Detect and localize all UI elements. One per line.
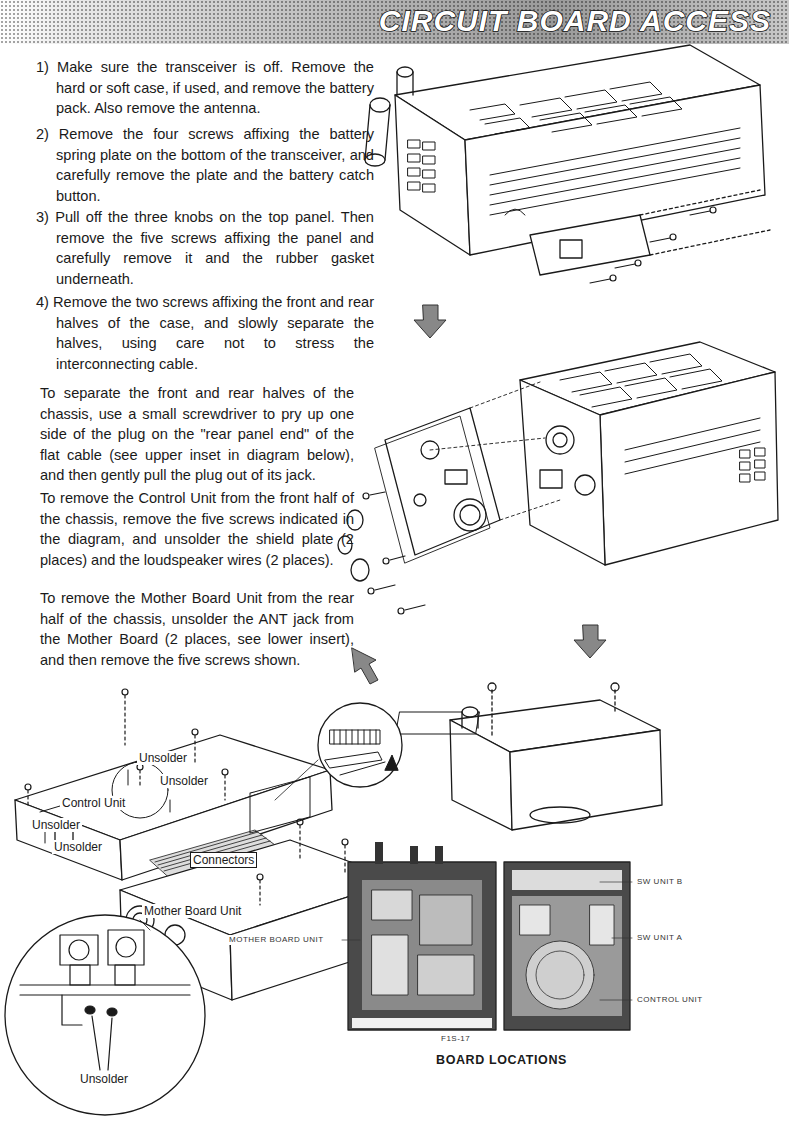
board-caption: SW UNIT A [636,933,683,943]
step-arrow [414,305,446,338]
instruction-step: 3) Pull off the three knobs on the top p… [36,207,374,289]
callout-label: Unsolder [30,818,82,832]
board-caption: MOTHER BOARD UNIT [228,935,325,945]
callout-label: Unsolder [52,840,104,854]
section-caption: BOARD LOCATIONS [436,1053,567,1067]
board-caption: SW UNIT B [636,877,684,887]
part-label: Connectors [190,852,257,868]
part-label: Control Unit [60,796,127,810]
transceiver-case-screws [396,683,662,830]
instruction-step: 1) Make sure the transceiver is off. Rem… [36,57,374,119]
board-caption: CONTROL UNIT [636,995,704,1005]
instruction-step: 2) Remove the four screws affixing the b… [36,124,374,206]
figure-number: F1S-17 [440,1034,471,1044]
callout-label: Unsolder [158,774,210,788]
page-title: CIRCUIT BOARD ACCESS [379,4,771,38]
step-arrow [352,648,378,684]
step-arrow [574,625,606,658]
opened-chassis [5,689,402,1115]
instruction-note: To remove the Mother Board Unit from the… [40,588,354,670]
instruction-note: To remove the Control Unit from the fron… [40,488,354,570]
board-photos [342,842,632,1030]
instruction-note: To separate the front and rear halves of… [40,383,354,486]
transceiver-exploded-panel [338,342,778,614]
instruction-step: 4) Remove the two screws affixing the fr… [36,292,374,374]
part-label: Mother Board Unit [142,904,243,918]
transceiver-top-view [365,45,770,283]
callout-label: Unsolder [78,1072,130,1086]
callout-label: Unsolder [137,751,189,765]
